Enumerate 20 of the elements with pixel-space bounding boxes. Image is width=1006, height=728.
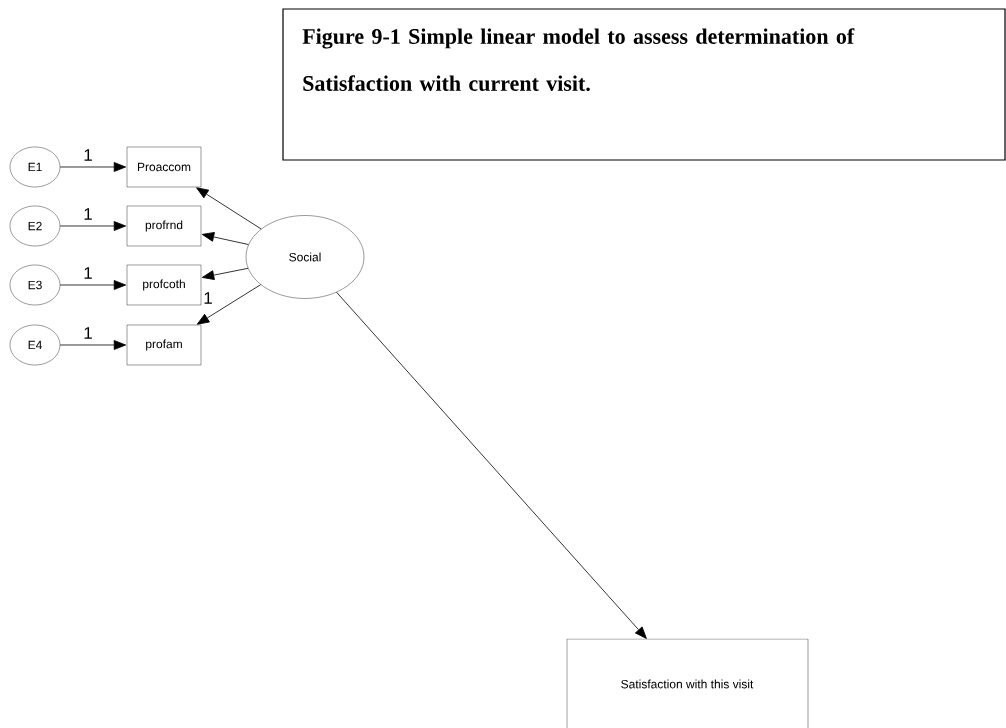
edge-label: 1 [84, 267, 92, 279]
edge-label: 1 [84, 208, 92, 220]
arrow [201, 267, 249, 280]
arrow [59, 162, 127, 172]
arrow [59, 280, 127, 290]
arrow [59, 221, 127, 231]
variable-box: profcoth [126, 264, 202, 306]
variable-box: profrnd [126, 205, 202, 247]
edge-label: 1 [84, 149, 92, 161]
arrow [201, 232, 249, 245]
outcome-box: Satisfaction with this visit [566, 638, 809, 728]
edge-label: 1 [84, 327, 92, 339]
variable-box: profam [126, 324, 202, 366]
title-box: Figure 9-1 Simple linear model to assess determination of Satisfaction with current visit. [282, 8, 1006, 161]
variable-box: Proaccom [126, 146, 202, 188]
arrow [196, 284, 262, 325]
arrow [59, 340, 127, 350]
edge-label: 1 [204, 292, 212, 304]
arrow [196, 187, 262, 230]
arrow [336, 291, 647, 639]
